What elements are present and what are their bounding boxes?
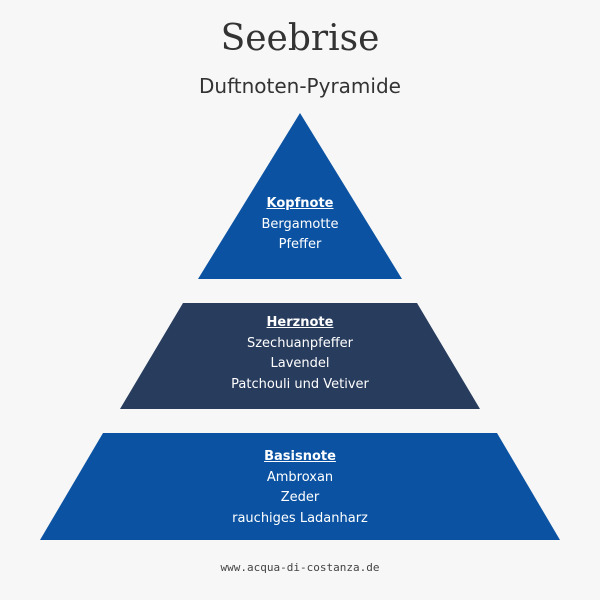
heart-note-heading: Herznote	[266, 315, 334, 330]
top-note-group: Kopfnote Bergamotte Pfeffer	[0, 194, 600, 256]
base-note-heading: Basisnote	[264, 449, 336, 464]
base-note-item: rauchiges Ladanharz	[232, 510, 368, 526]
base-note-item: Zeder	[280, 490, 320, 505]
top-note-heading: Kopfnote	[266, 196, 334, 211]
heart-note-item: Patchouli und Vetiver	[231, 376, 369, 392]
pyramid-tier-middle	[120, 303, 480, 409]
top-note-item: Bergamotte	[261, 216, 339, 232]
base-note-item: Ambroxan	[266, 469, 334, 485]
base-note-group: Basisnote Ambroxan Zeder rauchiges Ladan…	[0, 447, 600, 529]
heart-note-item: Szechuanpfeffer	[246, 335, 354, 351]
page-title: Seebrise	[220, 18, 380, 59]
pyramid-tier-base	[40, 433, 560, 540]
page-subtitle: Duftnoten-Pyramide	[199, 74, 401, 98]
heart-note-item: Lavendel	[270, 356, 330, 371]
top-note-item: Pfeffer	[278, 237, 322, 252]
heart-note-group: Herznote Szechuanpfeffer Lavendel Patcho…	[0, 313, 600, 395]
pyramid-tier-top	[198, 113, 402, 279]
website-url: www.acqua-di-costanza.de	[220, 561, 380, 574]
